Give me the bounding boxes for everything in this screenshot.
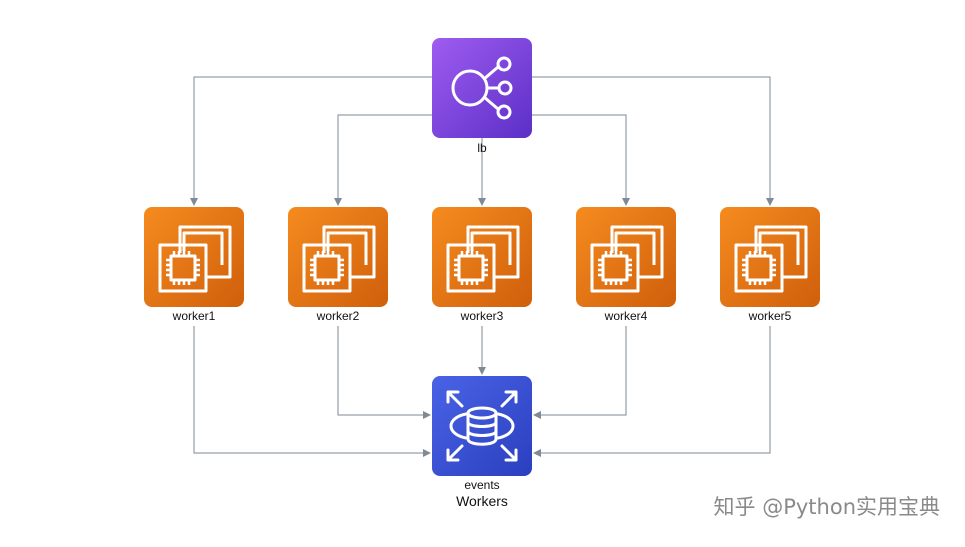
node-label-worker3: worker3 — [460, 309, 504, 323]
cluster-label-workers: Workers — [456, 493, 508, 509]
node-lb[interactable]: lb — [432, 38, 532, 155]
node-worker1[interactable]: worker1 — [144, 207, 244, 323]
edge-worker1-events — [193, 326, 431, 457]
node-label-lb: lb — [477, 141, 487, 155]
edges-lb-to-workers — [190, 76, 774, 206]
edge-worker2-events — [337, 326, 431, 419]
node-label-events: events — [464, 478, 499, 492]
node-label-worker1: worker1 — [172, 309, 216, 323]
node-label-worker2: worker2 — [316, 309, 360, 323]
database-glyph-icon — [446, 390, 518, 462]
edge-lb-worker5 — [532, 76, 774, 206]
edge-lb-worker1 — [190, 76, 432, 206]
load-balancer-glyph-icon — [451, 56, 513, 120]
node-label-worker4: worker4 — [604, 309, 648, 323]
node-label-worker5: worker5 — [748, 309, 792, 323]
edge-worker5-events — [533, 326, 771, 457]
edge-lb-worker4 — [532, 114, 630, 206]
node-worker4[interactable]: worker4 — [576, 207, 676, 323]
node-worker5[interactable]: worker5 — [720, 207, 820, 323]
edges-workers-to-events — [193, 326, 771, 457]
edge-lb-worker2 — [334, 114, 432, 206]
node-events[interactable]: events — [432, 376, 532, 492]
watermark-text: 知乎 @Python实用宝典 — [714, 495, 940, 519]
node-worker2[interactable]: worker2 — [288, 207, 388, 323]
elastic-load-balancer-icon — [432, 38, 532, 138]
node-worker3[interactable]: worker3 — [432, 207, 532, 323]
edge-worker4-events — [533, 326, 627, 419]
